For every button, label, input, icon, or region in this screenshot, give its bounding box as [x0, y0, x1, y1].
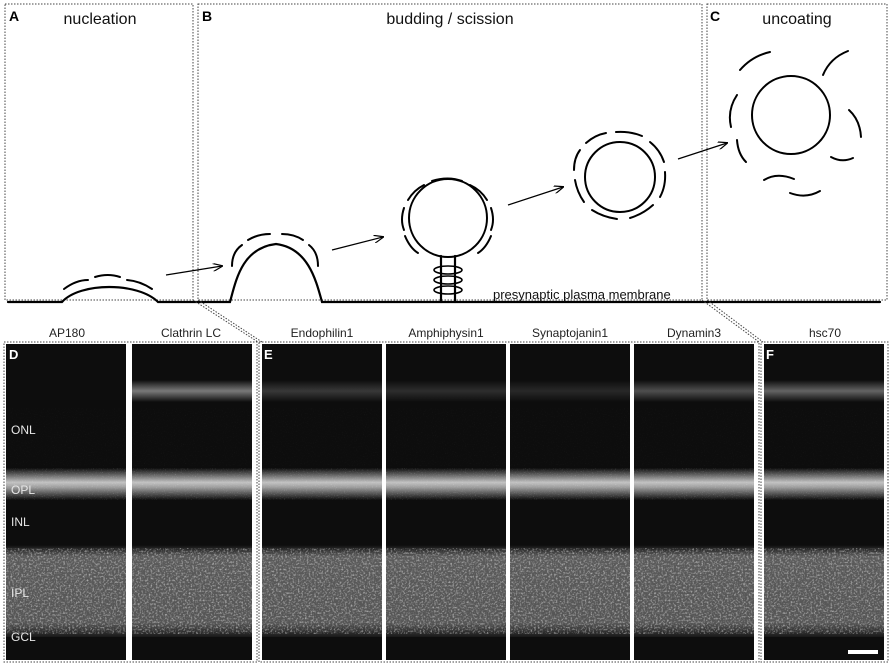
- micrograph-dynamin3: [634, 344, 754, 660]
- micrograph-ap180: [6, 344, 126, 660]
- panel-b-title: budding / scission: [386, 11, 513, 28]
- layer-label-ipl: IPL: [11, 586, 29, 600]
- constricted-vesicle: [408, 178, 488, 304]
- scale-bar: [848, 650, 878, 654]
- panel-b-letter: B: [202, 8, 212, 24]
- free-coated-vesicle: [573, 130, 667, 220]
- panel-c-letter: C: [710, 8, 720, 24]
- arrow-bud-to-constricted: [331, 237, 383, 251]
- group-f-letter: F: [766, 347, 774, 362]
- panel-a-letter: A: [9, 8, 19, 24]
- micrograph-clathrin-lc: [132, 344, 252, 660]
- arrow-free-to-uncoated: [677, 143, 727, 160]
- micrograph-synaptojanin1: [510, 344, 630, 660]
- layer-label-onl: ONL: [11, 423, 36, 437]
- layer-label-inl: INL: [11, 515, 30, 529]
- label-dynamin3: Dynamin3: [667, 326, 721, 340]
- arrow-constricted-to-free: [507, 187, 563, 206]
- layer-label-opl: OPL: [11, 483, 35, 497]
- group-e-box: [258, 341, 760, 663]
- label-synaptojanin1: Synaptojanin1: [532, 326, 608, 340]
- panel-c-box: [706, 3, 888, 301]
- constricted-vesicle-coat: [401, 177, 494, 254]
- label-ap180: AP180: [49, 326, 85, 340]
- group-f-box: [760, 341, 889, 663]
- layer-label-gcl: GCL: [11, 630, 36, 644]
- label-amphiphysin1: Amphiphysin1: [408, 326, 484, 340]
- micrograph-hsc70: [764, 344, 884, 660]
- group-d-letter: D: [9, 347, 18, 362]
- label-endophilin1: Endophilin1: [291, 326, 354, 340]
- group-d-box: [3, 341, 258, 663]
- plasma-membrane: [6, 242, 882, 304]
- bud-coat: [231, 233, 319, 267]
- micrograph-panels: [6, 344, 884, 660]
- panel-a-title: nucleation: [64, 11, 137, 28]
- panel-c-title: uncoating: [762, 11, 831, 28]
- panel-a-box: [4, 3, 194, 301]
- micrograph-endophilin1: [262, 344, 382, 660]
- label-hsc70: hsc70: [809, 326, 841, 340]
- nucleation-coat: [63, 274, 153, 290]
- arrow-nucleation-to-bud: [165, 266, 222, 276]
- uncoated-vesicle: [728, 50, 862, 197]
- panel-b-box: [197, 3, 703, 301]
- group-e-letter: E: [264, 347, 273, 362]
- label-clathrin-lc: Clathrin LC: [161, 326, 221, 340]
- micrograph-amphiphysin1: [386, 344, 506, 660]
- membrane-label: presynaptic plasma membrane: [493, 287, 671, 302]
- connector-lines: [192, 299, 764, 343]
